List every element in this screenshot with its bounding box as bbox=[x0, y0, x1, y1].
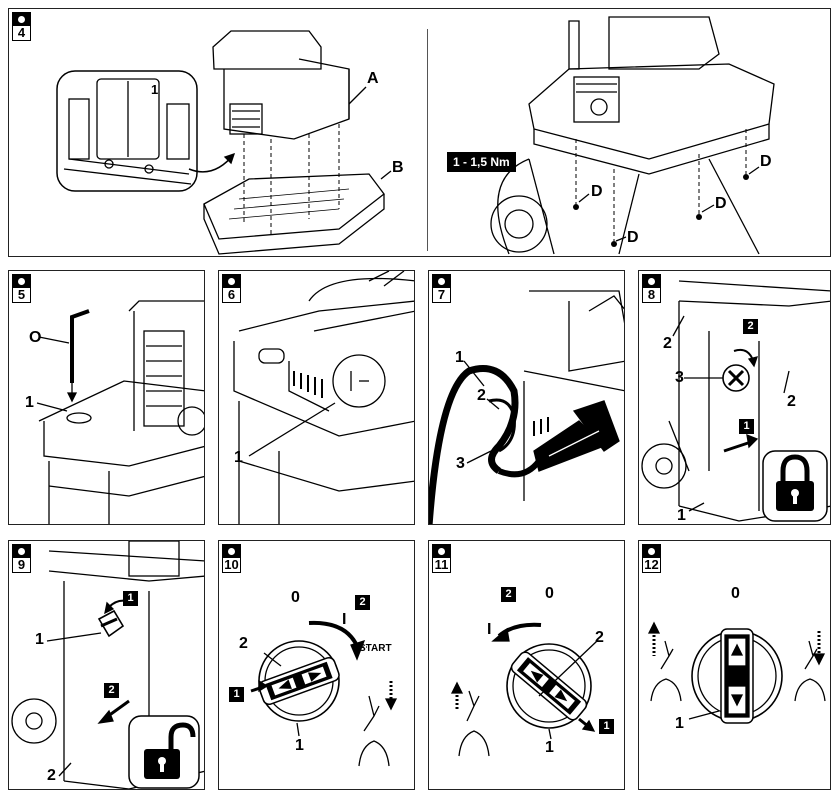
figure-number: 12 bbox=[644, 557, 659, 572]
figure-number-tag: 6 bbox=[222, 274, 241, 303]
switch-on-drawing bbox=[250, 620, 398, 767]
label-d-2: D bbox=[715, 195, 727, 212]
label-2-right: 2 bbox=[787, 393, 796, 410]
figure-number: 5 bbox=[17, 287, 26, 302]
torque-spec-badge: 1 - 1,5 Nm bbox=[447, 152, 516, 172]
camera-icon bbox=[13, 275, 30, 288]
figure-number-tag: 10 bbox=[222, 544, 241, 573]
shredder-assembly-drawing bbox=[56, 16, 775, 255]
switch-reverse-drawing bbox=[450, 622, 598, 757]
step-2-marker: 2 bbox=[501, 587, 516, 602]
figure-4-panel: 4 bbox=[8, 8, 831, 257]
figure-number: 7 bbox=[437, 287, 446, 302]
label-0: 0 bbox=[545, 585, 554, 602]
label-0: 0 bbox=[291, 589, 300, 606]
label-1: 1 bbox=[545, 739, 554, 756]
figure-number-tag: 4 bbox=[12, 12, 31, 41]
label-o: O bbox=[29, 329, 42, 346]
label-a: A bbox=[367, 70, 379, 87]
padlock-closed-icon bbox=[776, 454, 814, 511]
figure-5-panel: 5 O 1 bbox=[8, 270, 205, 525]
label-d-4: D bbox=[627, 229, 639, 246]
camera-icon bbox=[643, 545, 660, 558]
hex-key-drawing bbox=[36, 300, 204, 524]
power-cable-drawing bbox=[429, 290, 624, 524]
figure-9-panel: 9 1 2 1 2 bbox=[8, 540, 205, 790]
figure-number: 10 bbox=[224, 557, 239, 572]
figure-divider bbox=[427, 29, 428, 251]
step-1-marker: 1 bbox=[229, 687, 244, 702]
figure-number-tag: 8 bbox=[642, 274, 661, 303]
figure-10-panel: 10 0 I 2 START 2 1 1 bbox=[218, 540, 415, 790]
switch-off-drawing bbox=[647, 621, 826, 724]
label-2: 2 bbox=[595, 629, 604, 646]
label-1: 1 bbox=[35, 631, 44, 648]
figure-number-tag: 7 bbox=[432, 274, 451, 303]
figure-number: 8 bbox=[647, 287, 656, 302]
label-2: 2 bbox=[239, 635, 248, 652]
figure-7-panel: 7 1 2 3 bbox=[428, 270, 625, 525]
label-2-left: 2 bbox=[663, 335, 672, 352]
figure-number: 6 bbox=[227, 287, 236, 302]
start-label: START bbox=[359, 643, 392, 654]
figure-number: 4 bbox=[17, 25, 26, 40]
switch-housing-drawing bbox=[233, 271, 414, 524]
figure-number-tag: 5 bbox=[12, 274, 31, 303]
figure-6-panel: 6 1 bbox=[218, 270, 415, 525]
camera-icon bbox=[223, 275, 240, 288]
label-1: 1 bbox=[151, 82, 159, 97]
label-0: 0 bbox=[731, 585, 740, 602]
label-1: 1 bbox=[295, 737, 304, 754]
figure-8-panel: 8 2 1 2 3 2 1 bbox=[638, 270, 831, 525]
step-2-marker: 2 bbox=[355, 595, 370, 610]
step-1-marker: 1 bbox=[123, 591, 138, 606]
label-i: I bbox=[342, 611, 347, 628]
label-d-3: D bbox=[760, 153, 772, 170]
label-1: 1 bbox=[25, 394, 34, 411]
label-b: B bbox=[392, 159, 404, 176]
label-d-1: D bbox=[591, 183, 603, 200]
step-2-marker: 2 bbox=[104, 683, 119, 698]
step-2-marker: 2 bbox=[743, 319, 758, 334]
label-1: 1 bbox=[234, 449, 243, 466]
camera-icon bbox=[433, 545, 450, 558]
figure-number: 11 bbox=[434, 557, 449, 572]
figure-12-panel: 12 0 1 bbox=[638, 540, 831, 790]
camera-icon bbox=[13, 545, 30, 558]
padlock-open-icon bbox=[144, 722, 196, 779]
camera-icon bbox=[13, 13, 30, 26]
figure-number-tag: 12 bbox=[642, 544, 661, 573]
figure-number-tag: 9 bbox=[12, 544, 31, 573]
label-1: 1 bbox=[455, 349, 464, 366]
step-1-marker: 1 bbox=[739, 419, 754, 434]
camera-icon bbox=[433, 275, 450, 288]
camera-icon bbox=[643, 275, 660, 288]
label-1: 1 bbox=[677, 507, 686, 524]
figure-11-panel: 11 0 2 I 2 1 1 bbox=[428, 540, 625, 790]
figure-number: 9 bbox=[17, 557, 26, 572]
label-2: 2 bbox=[477, 387, 486, 404]
camera-icon bbox=[223, 545, 240, 558]
label-1: 1 bbox=[675, 715, 684, 732]
label-3: 3 bbox=[675, 369, 684, 386]
label-i: I bbox=[487, 621, 492, 638]
label-3: 3 bbox=[456, 455, 465, 472]
figure-number-tag: 11 bbox=[432, 544, 451, 573]
label-2: 2 bbox=[47, 767, 56, 784]
step-1-marker: 1 bbox=[599, 719, 614, 734]
